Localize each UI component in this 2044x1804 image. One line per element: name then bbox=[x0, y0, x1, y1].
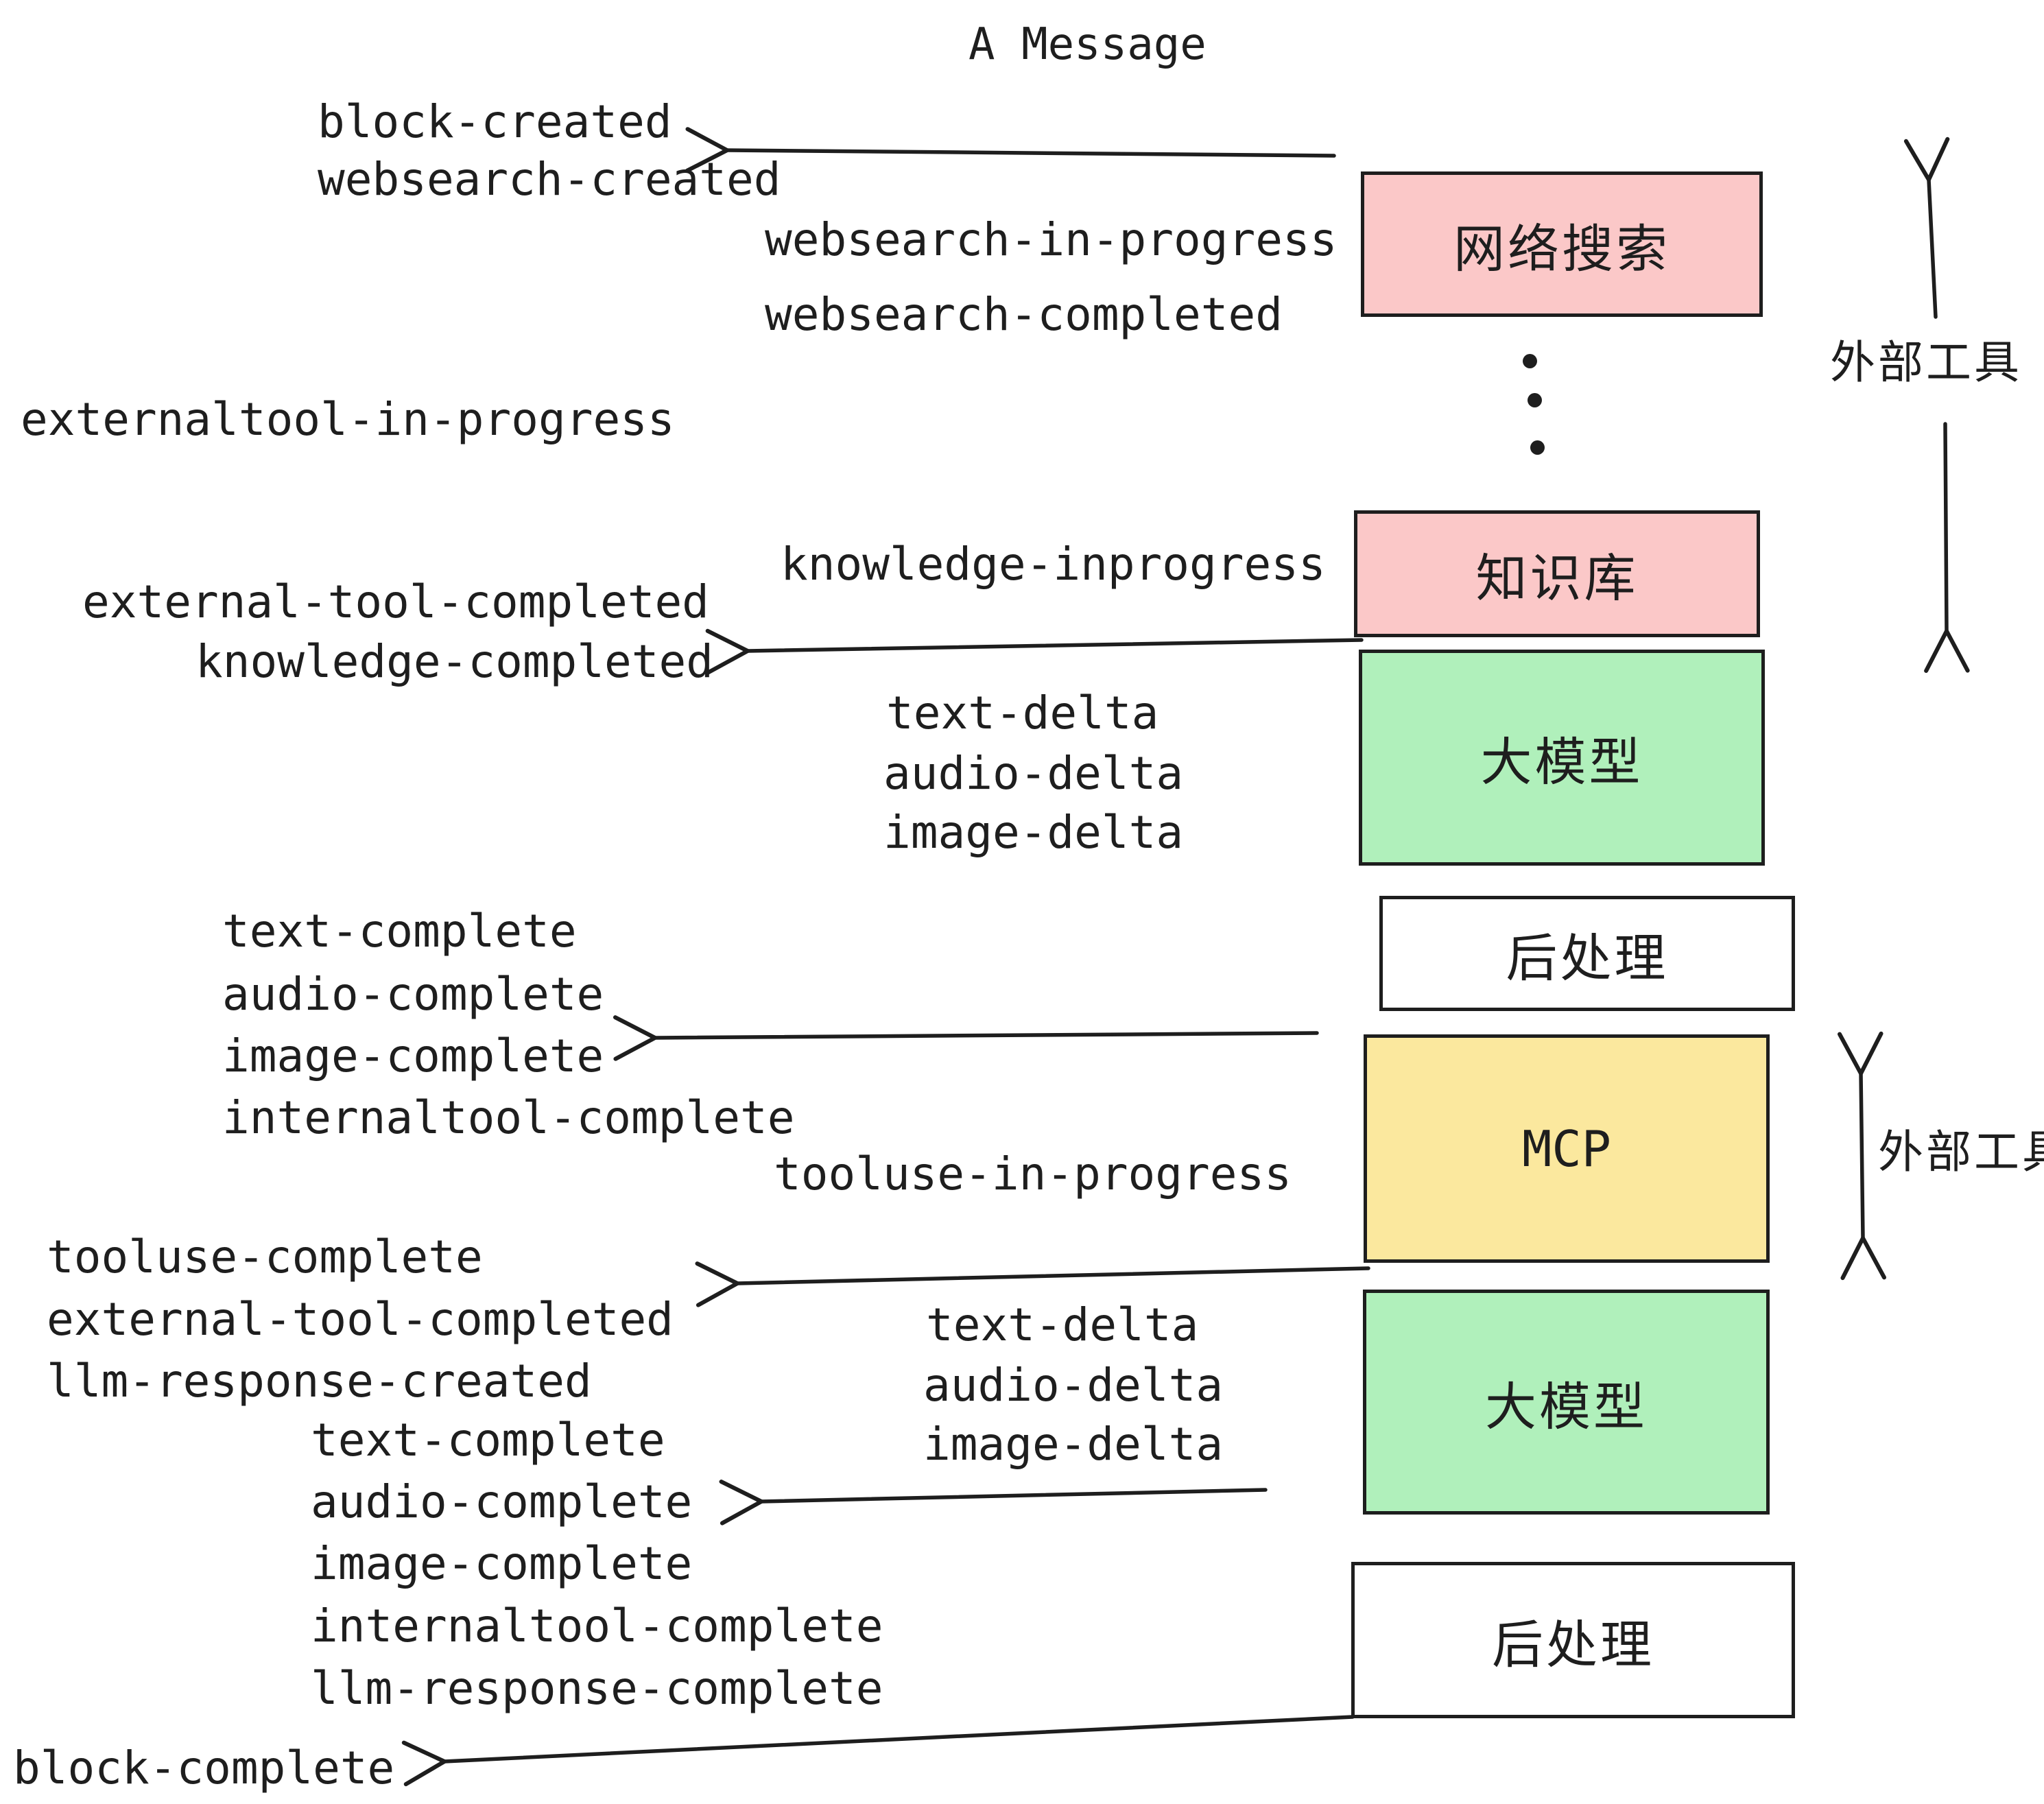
arrow-mcp-to-tooluse-complete bbox=[737, 1268, 1370, 1283]
event-audio-delta: audio-delta bbox=[883, 747, 1184, 800]
event-websearch-completed: websearch-completed bbox=[765, 288, 1283, 341]
event-llm-response-created: llm-response-created bbox=[47, 1355, 592, 1408]
page-title: A Message bbox=[968, 19, 1207, 70]
box-mcp: MCP bbox=[1364, 1034, 1770, 1263]
vertical-ellipsis-dot-icon bbox=[1523, 354, 1537, 368]
box-label: 大模型 bbox=[1484, 1376, 1648, 1437]
event-external-tool-completed: external-tool-completed bbox=[82, 575, 709, 628]
event-text-delta: text-delta bbox=[886, 687, 1159, 739]
event-llm-response-complete: llm-response-complete bbox=[311, 1662, 883, 1715]
arrow-postproc-to-image-complete bbox=[655, 1033, 1319, 1038]
side-label-external-tools-2: 外部工具 bbox=[1878, 1126, 2044, 1178]
arrow-external-tools-mcp bbox=[1861, 1073, 1863, 1238]
box-postproc-1: 后处理 bbox=[1379, 896, 1795, 1011]
arrow-websearch-to-block-created bbox=[727, 150, 1336, 156]
vertical-ellipsis-dot-icon bbox=[1528, 393, 1542, 407]
event-image-complete-2: image-complete bbox=[311, 1537, 693, 1590]
event-text-delta-2: text-delta bbox=[926, 1298, 1199, 1351]
event-block-complete: block-complete bbox=[13, 1742, 395, 1794]
box-postproc-2: 后处理 bbox=[1351, 1562, 1795, 1718]
arrow-external-tools-up bbox=[1929, 180, 1936, 319]
box-label: 后处理 bbox=[1491, 1614, 1654, 1675]
event-block-created: block-created bbox=[318, 95, 672, 148]
arrow-postproc2-to-block-complete bbox=[444, 1715, 1355, 1761]
event-text-complete: text-complete bbox=[222, 905, 577, 958]
event-websearch-in-progress: websearch-in-progress bbox=[765, 213, 1338, 266]
event-externaltool-in-progress: externaltool-in-progress bbox=[21, 393, 675, 446]
box-label: MCP bbox=[1521, 1119, 1612, 1178]
event-knowledge-inprogress: knowledge-inprogress bbox=[781, 538, 1326, 591]
event-internaltool-complete-2: internaltool-complete bbox=[311, 1600, 883, 1652]
side-label-external-tools-1: 外部工具 bbox=[1830, 336, 2022, 389]
event-tooluse-in-progress: tooluse-in-progress bbox=[774, 1148, 1292, 1200]
event-knowledge-completed: knowledge-completed bbox=[195, 635, 713, 688]
event-websearch-created: websearch-created bbox=[318, 153, 781, 206]
arrow-external-tools-down bbox=[1945, 422, 1947, 631]
event-external-tool-completed-2: external-tool-completed bbox=[47, 1293, 674, 1346]
box-label: 后处理 bbox=[1506, 927, 1669, 988]
box-label: 网络搜索 bbox=[1453, 218, 1670, 279]
event-image-delta: image-delta bbox=[883, 806, 1184, 859]
box-knowledge: 知识库 bbox=[1354, 510, 1760, 637]
arrow-knowledge-to-knowledge-completed bbox=[748, 640, 1364, 651]
box-label: 大模型 bbox=[1480, 732, 1643, 792]
arrow-llm2-to-audio-complete bbox=[761, 1490, 1268, 1502]
event-audio-complete: audio-complete bbox=[222, 968, 604, 1021]
event-audio-complete-2: audio-complete bbox=[311, 1475, 693, 1528]
box-label: 知识库 bbox=[1475, 548, 1639, 608]
box-websearch: 网络搜索 bbox=[1361, 171, 1763, 317]
event-image-complete: image-complete bbox=[222, 1030, 604, 1082]
event-tooluse-complete: tooluse-complete bbox=[47, 1231, 483, 1283]
event-text-complete-2: text-complete bbox=[311, 1414, 665, 1467]
event-image-delta-2: image-delta bbox=[923, 1418, 1224, 1471]
box-llm-1: 大模型 bbox=[1359, 650, 1765, 866]
box-llm-2: 大模型 bbox=[1363, 1290, 1770, 1515]
vertical-ellipsis-dot-icon bbox=[1530, 440, 1545, 455]
event-audio-delta-2: audio-delta bbox=[923, 1359, 1224, 1412]
event-internaltool-complete: internaltool-complete bbox=[222, 1091, 795, 1144]
